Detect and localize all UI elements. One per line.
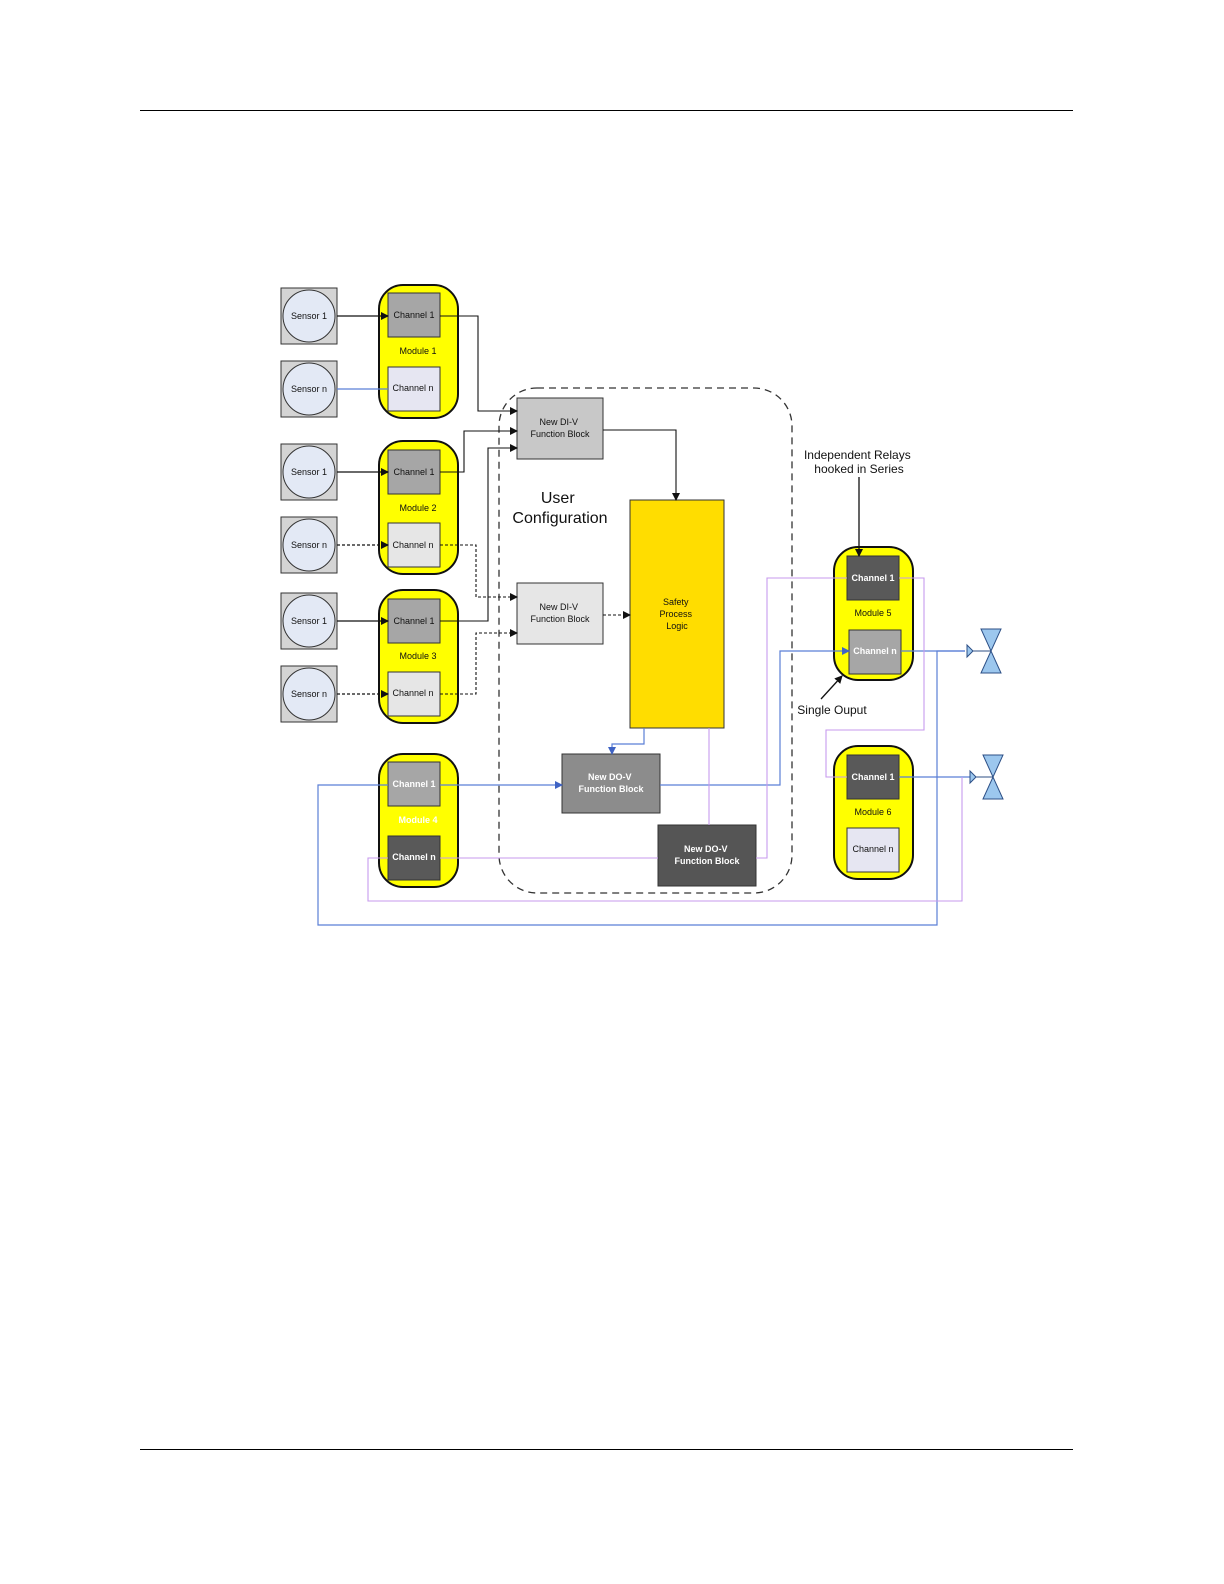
svg-text:Channel n: Channel n (852, 844, 893, 854)
module-2-channel-1 (387, 449, 441, 495)
valve-icon (966, 628, 1002, 674)
module-4: Channel 1 Module 4 Channel n (378, 753, 459, 888)
svg-text:New DO-V Function Block: New DO-V Function Block (675, 844, 741, 866)
svg-text:Channel n: Channel n (392, 540, 433, 550)
svg-text:Channel 1: Channel 1 (393, 616, 434, 626)
sensor-1-module-3: Sensor 1 (280, 592, 338, 650)
safety-process-logic: Safety Process Logic (629, 499, 725, 729)
svg-text:Sensor n: Sensor n (291, 689, 327, 699)
module-5-channel-1 (846, 555, 900, 601)
svg-text:Sensor 1: Sensor 1 (291, 467, 327, 477)
valve-icon (969, 754, 1004, 800)
single-output-annotation: Single Ouput (797, 703, 867, 717)
do-v-function-block-1: New DO-V Function Block (561, 753, 661, 814)
header-rule (140, 110, 1073, 111)
svg-text:Channel 1: Channel 1 (393, 467, 434, 477)
svg-text:Channel n: Channel n (392, 383, 433, 393)
single-output-arrow (820, 675, 843, 700)
output-wires-blue (317, 647, 970, 926)
footer-rule (140, 1449, 1073, 1450)
svg-text:Channel n: Channel n (853, 646, 897, 656)
input-channel-wires (440, 315, 680, 695)
svg-text:New DI-V Function Block: New DI-V Function Block (530, 602, 590, 624)
module-5: Channel 1 Module 5 Channel n (833, 546, 914, 681)
sensor-n-module-1: Sensor n (280, 360, 338, 418)
module-1-label: Module 1 (399, 346, 436, 356)
svg-text:Channel n: Channel n (392, 852, 436, 862)
user-configuration-boundary (498, 387, 793, 894)
do-v-function-block-2: New DO-V Function Block (657, 824, 757, 887)
module-1-channel-n (387, 366, 441, 412)
module-4-label: Module 4 (398, 815, 437, 825)
module-2: Channel 1 Module 2 Channel n (378, 440, 459, 575)
svg-text:Sensor 1: Sensor 1 (291, 311, 327, 321)
module-3-label: Module 3 (399, 651, 436, 661)
module-6-label: Module 6 (854, 807, 891, 817)
svg-text:Channel 1: Channel 1 (851, 573, 894, 583)
svg-text:Safety Process Log: Safety Process Logic (659, 597, 694, 631)
module-5-label: Module 5 (854, 608, 891, 618)
module-6: Channel 1 Module 6 Channel n (833, 745, 914, 880)
sensor-wires (337, 312, 389, 698)
svg-text:Channel 1: Channel 1 (392, 779, 435, 789)
svg-text:Sensor n: Sensor n (291, 384, 327, 394)
di-v-function-block-2: New DI-V Function Block (516, 582, 604, 645)
svg-text:Channel 1: Channel 1 (393, 310, 434, 320)
svg-text:New DI-V Function Block: New DI-V Function Block (530, 417, 590, 439)
module-1-channel-1 (387, 292, 441, 338)
sensor-n-module-3: Sensor n (280, 665, 338, 723)
svg-text:Channel 1: Channel 1 (851, 772, 894, 782)
module-1: Channel 1 Module 1 Channel n (378, 284, 459, 419)
svg-text:Channel n: Channel n (392, 688, 433, 698)
di-v-function-block-1: New DI-V Function Block (516, 397, 604, 460)
sensor-n-module-2: Sensor n (280, 516, 338, 574)
module-4-channel-1 (387, 761, 441, 807)
module-2-label: Module 2 (399, 503, 436, 513)
sensor-1-module-1: Sensor 1 (280, 287, 338, 345)
svg-text:Sensor 1: Sensor 1 (291, 616, 327, 626)
module-6-channel-1 (846, 754, 900, 800)
svg-text:Sensor n: Sensor n (291, 540, 327, 550)
svg-text:New DO-V Function Block: New DO-V Function Block (579, 772, 645, 794)
module-3: Channel 1 Module 3 Channel n (378, 589, 459, 724)
module-6-channel-n (846, 827, 900, 873)
relays-annotation: Independent Relays hooked in Series (804, 448, 914, 476)
user-configuration-title: User Configuration (512, 490, 607, 527)
output-wires-violet (367, 577, 963, 902)
sensor-1-module-2: Sensor 1 (280, 443, 338, 501)
